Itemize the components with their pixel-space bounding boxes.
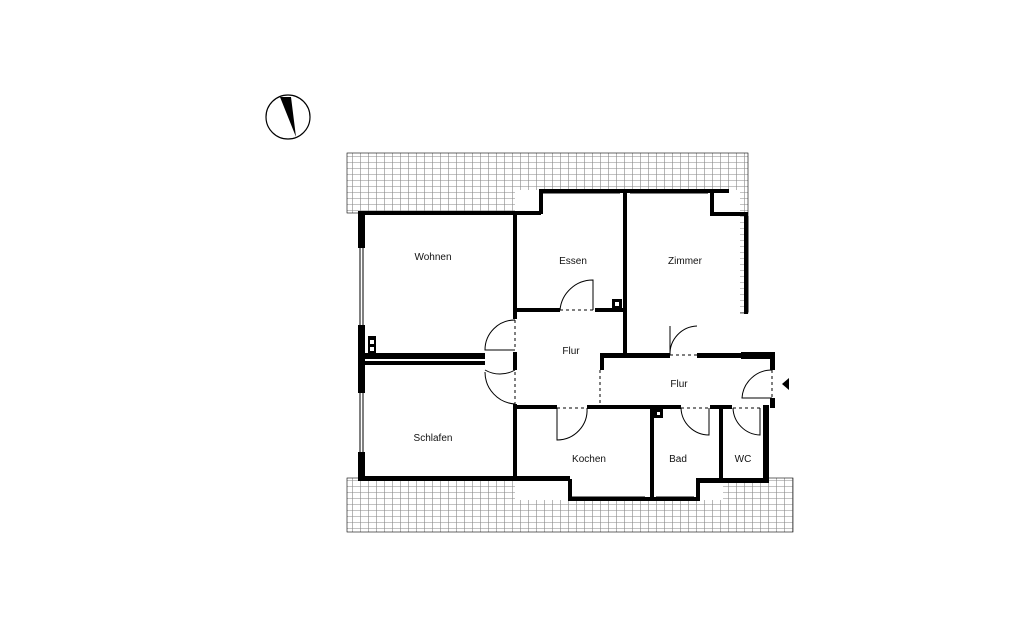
room-areas — [363, 190, 775, 500]
room-label-schlafen: Schlafen — [414, 433, 453, 444]
room-label-zimmer: Zimmer — [668, 256, 703, 267]
room-label-kochen: Kochen — [572, 454, 606, 465]
entrance-arrow-icon — [782, 378, 789, 390]
room-label-bad: Bad — [669, 454, 687, 465]
room-label-wohnen: Wohnen — [414, 252, 451, 263]
room-label-flur-1: Flur — [562, 346, 580, 357]
room-label-wc: WC — [735, 454, 752, 465]
windows — [359, 190, 749, 500]
doors — [484, 279, 773, 478]
north-arrow-icon — [265, 94, 311, 140]
room-label-essen: Essen — [559, 256, 587, 267]
room-label-flur-2: Flur — [670, 379, 688, 390]
